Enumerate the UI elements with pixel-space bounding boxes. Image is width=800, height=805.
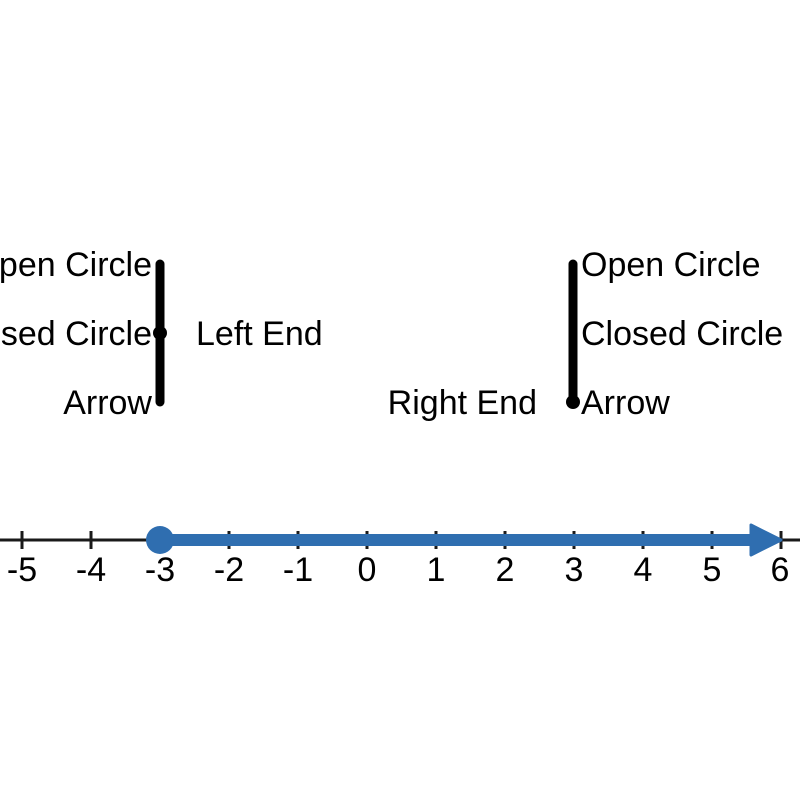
tick-label: 4 (634, 551, 653, 589)
tick-label: -4 (76, 551, 106, 589)
tick-label: -3 (145, 551, 175, 589)
tick-label: -2 (214, 551, 244, 589)
right-end-control: Open Circle Closed Circle Arrow Right En… (388, 246, 784, 422)
right-option-closed-circle[interactable]: Closed Circle (581, 315, 783, 353)
left-option-open-circle[interactable]: Open Circle (0, 246, 152, 284)
tick-label: 5 (703, 551, 722, 589)
left-option-closed-circle[interactable]: Closed Circle (0, 315, 152, 353)
tick-label: -1 (283, 551, 313, 589)
left-end-slider-handle[interactable] (153, 326, 167, 340)
right-end-slider-handle[interactable] (566, 395, 580, 409)
tick-label: 1 (427, 551, 446, 589)
closed-circle-endpoint[interactable] (146, 526, 174, 554)
tick-label: 3 (565, 551, 584, 589)
right-option-arrow[interactable]: Arrow (581, 384, 670, 422)
tick-label: 2 (496, 551, 515, 589)
left-end-title: Left End (196, 315, 323, 353)
tick-labels: -5 -4 -3 -2 -1 0 1 2 3 4 5 6 (7, 551, 790, 589)
solution-ray (146, 523, 783, 557)
ray-arrow-head (749, 523, 783, 557)
tick-label: -5 (7, 551, 37, 589)
left-option-arrow[interactable]: Arrow (63, 384, 152, 422)
right-option-open-circle[interactable]: Open Circle (581, 246, 761, 284)
left-end-control: Open Circle Closed Circle Arrow Left End (0, 246, 323, 422)
tick-label: 6 (771, 551, 790, 589)
right-end-title: Right End (388, 384, 537, 422)
tick-label: 0 (358, 551, 377, 589)
